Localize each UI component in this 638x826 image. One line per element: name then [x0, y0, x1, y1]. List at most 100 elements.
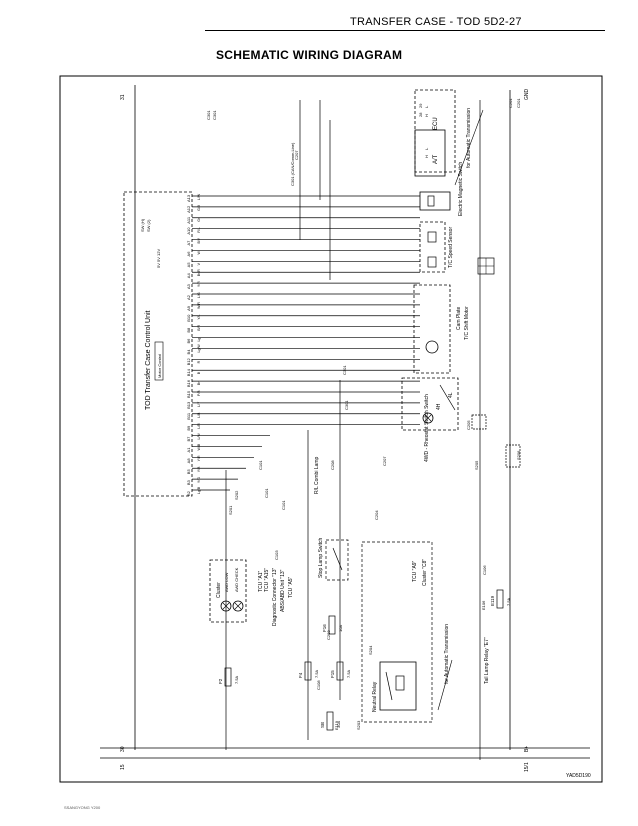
tcu-pin-label: B5: [186, 469, 191, 475]
wire-color-label: Y/G: [197, 477, 201, 483]
tcu-pin-label: B11: [186, 412, 191, 420]
rheostat-label: 4WD - Rheostat Switch Switch: [424, 394, 430, 462]
ecu-pin-28: 28: [418, 112, 423, 117]
wire-color-label: W: [197, 250, 201, 254]
at-note-2-slash: [437, 659, 453, 711]
tcu-pin-label: B14: [186, 368, 191, 376]
ecu-label: ECU: [433, 117, 439, 130]
connector-label: C101: [281, 500, 286, 510]
connector-label: S206: [516, 450, 521, 460]
fuse-symbol: [336, 661, 344, 681]
connector-label: C205: [466, 420, 471, 430]
page-title: SCHEMATIC WIRING DIAGRAM: [216, 48, 403, 62]
tcu-pin-label: A3: [186, 283, 191, 289]
rheostat-wiper: [439, 384, 456, 411]
rw-combi-label: R/L Combi Lamp: [314, 456, 320, 494]
connector-label: E119: [334, 720, 339, 730]
tcu-pin-label: A2: [186, 294, 191, 300]
tcu-pin-label: A9: [186, 305, 191, 311]
tcu-pin-column: B2B3B5A8A1B7B9B11B13B15B16B14B12B4B6B8B1…: [186, 194, 191, 496]
wire-color-label: L/W: [197, 193, 201, 200]
fuse-symbol: [224, 667, 232, 687]
tcu-pin-label: B2: [186, 490, 191, 496]
fuse-name: F4: [298, 672, 303, 678]
speed-sensor-element-2: [427, 256, 437, 268]
connector-label: C301: [344, 400, 349, 410]
tail-relay-label: Tail Lamp Relay "E7": [484, 637, 490, 684]
at-label: A/T: [433, 154, 439, 164]
wire-color-label: Y/R: [197, 281, 201, 287]
magnetic-switch-label: Electric Magnetic Switch: [458, 162, 464, 216]
speed-sensor-element-1: [427, 231, 437, 243]
wire-color-label: Br/R: [197, 269, 201, 276]
tcu-sw-label-2: SW (H): [140, 218, 145, 232]
cam-plate-label: Cam Plate: [456, 306, 462, 330]
target-tcu-a1: TCU "A1": [258, 570, 264, 592]
c203-connector: [505, 444, 521, 468]
wire-color-label: G/B: [197, 204, 201, 211]
wire-color-label: R: [197, 360, 201, 363]
connector-label: C201: [508, 98, 513, 108]
connector-label: S204: [368, 645, 373, 655]
tcu-pin-label: B6: [186, 338, 191, 344]
tcu-pin-label: A11: [186, 216, 191, 224]
wire-color-label: B: [197, 371, 201, 374]
wire-color-label: B/Y: [197, 237, 201, 243]
wire-color-label: L/Y: [197, 401, 201, 407]
tcu-pin-label: A8: [186, 458, 191, 464]
wire-color-label: R/L: [197, 227, 201, 233]
target-tcu-a15: TCU "A15": [264, 568, 270, 592]
target-abs: ABS/ABD Unit "13": [280, 569, 286, 612]
neutral-relay-coil: [395, 675, 405, 691]
wire-color-label: Lg: [197, 338, 201, 342]
rheostat-lamp: [422, 412, 434, 424]
motor-control-label: Motor Control: [157, 354, 162, 378]
fuse-name: E119: [490, 595, 495, 606]
neutral-relay-label: Neutral Relay: [372, 681, 378, 712]
connector-label: C301: [206, 110, 211, 120]
c205-connector: [471, 414, 487, 430]
at-note-1-slash: [454, 109, 484, 186]
fuse-symbol: [496, 589, 504, 609]
target-tcu-a5: TCU "A5": [288, 576, 294, 598]
tcu-pin-label: B10: [186, 314, 191, 322]
motor-control-box: [154, 341, 164, 381]
cluster-c8-label: Cluster "C8": [422, 559, 428, 586]
fuse-symbol: [328, 615, 336, 635]
tcu-pin-label: B3: [186, 479, 191, 485]
tcu-pin-label: A7: [186, 240, 191, 246]
wire-color-label: P/B: [197, 390, 201, 396]
tcu-pin-label: A1: [186, 447, 191, 453]
awd-low-lamp: [220, 600, 232, 612]
diagram-frame: [59, 75, 603, 783]
tcu-pin-label: A12: [186, 205, 191, 213]
fuse-symbol: [304, 661, 312, 681]
rail-label-15-1: 15/1: [524, 762, 530, 772]
tcu-pin-label: B7: [186, 436, 191, 442]
fuse-name: F15: [330, 670, 335, 678]
magnetic-coil: [427, 195, 435, 207]
stop-lamp-label: Stop Lamp Switch: [318, 537, 324, 578]
cluster-label: Cluster: [216, 582, 222, 598]
tcu-pin-label: A6: [186, 251, 191, 257]
connector-label: C103: [274, 550, 279, 560]
fuse-rating: 7.5A: [506, 597, 511, 606]
fuse-name: F16: [322, 624, 327, 632]
cam-plate-box: [413, 284, 451, 374]
shift-motor-symbol: [425, 340, 439, 354]
ecu-pin-h: H: [424, 114, 429, 117]
fuse-rating: 7.5A: [234, 675, 239, 684]
wire-color-label: W/R: [197, 302, 201, 309]
connector-label: C108: [316, 680, 321, 690]
fuse-rating: 30A: [336, 721, 341, 728]
at-box: [414, 129, 446, 177]
wire-color-label: W/B: [197, 443, 201, 450]
neutral-relay-dashed-area: [361, 541, 433, 723]
wire-color-label: V: [197, 262, 201, 265]
rail-label-31: 31: [120, 94, 126, 100]
tcu-pin-label: B9: [186, 425, 191, 431]
tcu-a9-label: TCU "A9": [412, 560, 418, 582]
tcu-pin-label: B15: [186, 390, 191, 398]
